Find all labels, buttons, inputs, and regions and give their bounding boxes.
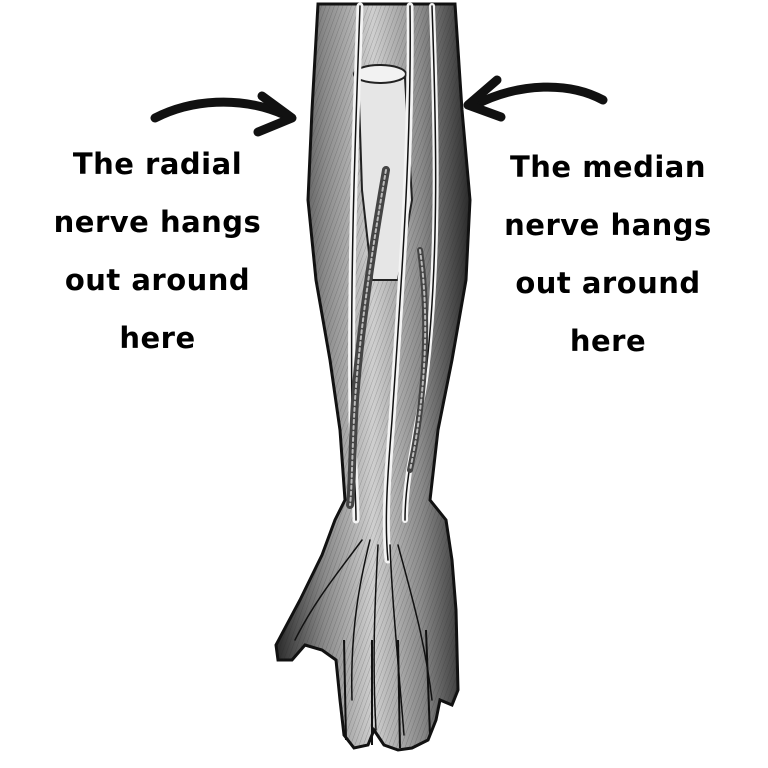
curved-arrow-right-icon [150, 91, 297, 137]
median-line-4: here [569, 324, 647, 358]
median-line-1: The median [510, 150, 706, 184]
radial-line-2: nerve hangs [53, 205, 262, 239]
radial-nerve-callout: The radial nerve hangs out around here [40, 135, 275, 367]
nerve-lines [294, 2, 439, 736]
curved-arrow-left-icon [463, 75, 608, 122]
median-nerve-callout: The median nerve hangs out around here [493, 138, 723, 370]
median-line-3: out around [515, 266, 701, 300]
finger-outlines [343, 629, 431, 749]
radial-line-4: here [119, 321, 196, 355]
median-line-2: nerve hangs [504, 208, 712, 242]
radial-line-3: out around [64, 263, 251, 297]
shading-hatch [276, 4, 470, 750]
radial-line-1: The radial [72, 147, 243, 181]
